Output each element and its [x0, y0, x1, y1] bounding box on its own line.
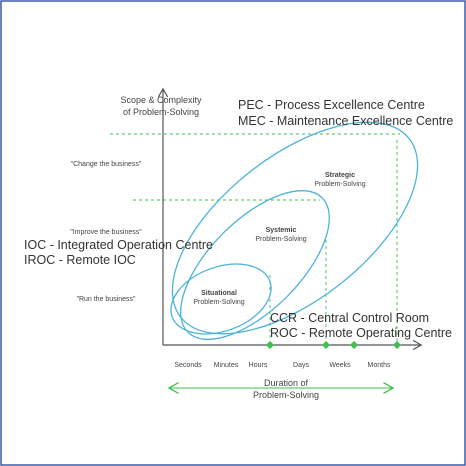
situational-subtitle: Problem-Solving — [193, 299, 244, 306]
x-axis-ticks: Seconds Minutes Hours Days Weeks Months — [174, 362, 391, 369]
systemic-subtitle: Problem-Solving — [255, 236, 306, 243]
ioc-annotation: IOC - Integrated Operation Centre — [24, 238, 213, 252]
tick-label: Months — [368, 362, 391, 369]
systemic-title: Systemic — [266, 227, 297, 234]
situational-title: Situational — [201, 290, 237, 297]
ccr-annotation: CCR - Central Control Room — [270, 311, 429, 325]
marker-weeks — [322, 341, 330, 349]
marker-months — [393, 341, 401, 349]
systemic-ellipse — [180, 190, 330, 340]
pec-annotation: PEC - Process Excellence Centre — [238, 98, 425, 112]
level-improve-label: "Improve the business" — [70, 229, 142, 236]
tick-label: Days — [293, 362, 309, 369]
level-change-label: "Change the business" — [71, 161, 142, 168]
strategic-title: Strategic — [325, 172, 355, 179]
y-axis-label-line1: Scope & Complexity — [120, 95, 202, 105]
tick-label: Minutes — [214, 362, 239, 369]
tick-label: Seconds — [174, 362, 202, 369]
guide-lines — [110, 133, 400, 345]
y-axis-label-line2: of Problem-Solving — [123, 107, 199, 117]
roc-annotation: ROC - Remote Operating Centre — [270, 326, 452, 340]
x-axis-markers — [266, 341, 401, 349]
duration-label-line2: Problem-Solving — [253, 390, 319, 400]
marker-hours — [266, 341, 274, 349]
strategic-subtitle: Problem-Solving — [314, 181, 365, 188]
tick-label: Hours — [249, 362, 268, 369]
tick-label: Weeks — [329, 362, 351, 369]
iroc-annotation: IROC - Remote IOC — [24, 253, 136, 267]
duration-label-line1: Duration of — [264, 378, 309, 388]
mec-annotation: MEC - Maintenance Excellence Centre — [238, 114, 453, 128]
marker-months-left — [350, 341, 358, 349]
situational-ellipse — [170, 263, 272, 335]
level-run-label: "Run the business" — [76, 296, 136, 303]
